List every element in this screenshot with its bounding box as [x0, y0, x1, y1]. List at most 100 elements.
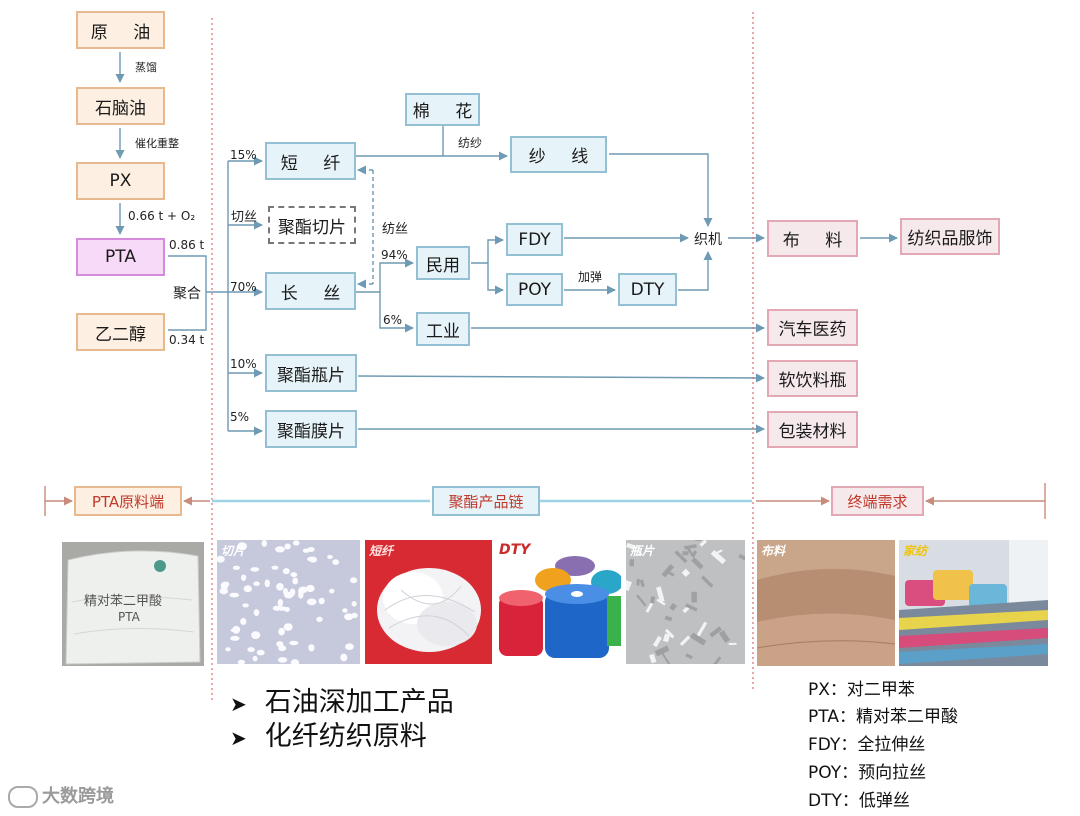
flake	[649, 653, 657, 664]
pellet	[217, 555, 225, 563]
node-cotton: 棉 花	[405, 93, 480, 126]
band-end-demand: 终端需求	[831, 486, 924, 516]
flake	[691, 591, 697, 603]
flake	[664, 615, 673, 622]
watermark: 大数跨境	[8, 782, 114, 808]
flake	[645, 601, 654, 613]
pellet	[290, 659, 299, 664]
flake	[684, 544, 697, 550]
glossary-px: PX：对二甲苯	[808, 680, 915, 700]
flake	[649, 596, 656, 604]
node-yarn: 纱 线	[510, 136, 607, 173]
label-spin-yarn: 纺纱	[458, 136, 483, 150]
pellet	[292, 577, 299, 585]
pellet	[253, 609, 260, 616]
photo-chips: 切片	[217, 540, 360, 664]
label-reform: 催化重整	[135, 137, 179, 150]
photo-tag-flakes: 瓶片	[630, 544, 655, 558]
label-distill: 蒸馏	[135, 61, 157, 74]
flake	[626, 542, 636, 550]
photo-home-textile: 家纺	[899, 540, 1048, 666]
node-fdy: FDY	[506, 223, 563, 256]
label-cut: 切丝	[231, 210, 258, 225]
pellet	[225, 647, 231, 652]
band-polyester-chain: 聚酯产品链	[432, 486, 540, 516]
flake	[695, 540, 702, 541]
flake	[691, 557, 704, 570]
pellet	[302, 548, 310, 553]
photo-tag-dty: DTY	[499, 542, 531, 558]
pellet	[247, 647, 255, 653]
photo-pta-bag: 精对苯二甲酸 PTA	[62, 542, 204, 666]
flake	[666, 570, 675, 577]
label-pct-film: 5%	[230, 410, 250, 424]
pellet	[318, 597, 325, 605]
pellet	[277, 606, 287, 611]
pellet	[232, 625, 241, 634]
link-pta-merge	[168, 255, 207, 331]
flake	[656, 598, 666, 606]
glossary-fdy: FDY：全拉伸丝	[808, 735, 926, 755]
label-spinning: 纺丝	[382, 222, 409, 237]
flake	[626, 580, 632, 592]
arrow-yarn-loom	[609, 153, 713, 227]
pellet	[344, 613, 354, 621]
pellet	[316, 616, 323, 622]
label-pct-civil: 94%	[381, 248, 408, 262]
arrow-bottle-drink	[357, 373, 765, 383]
glossary-dty: DTY：低弹丝	[808, 791, 910, 811]
pellet	[305, 584, 315, 593]
node-crude-oil: 原 油	[76, 11, 165, 49]
pellet	[284, 591, 294, 599]
flake	[652, 635, 662, 648]
pellet	[256, 649, 265, 656]
dty-spools-illustration	[499, 556, 621, 658]
chevron-right-icon: ➤	[230, 692, 247, 716]
flake	[662, 633, 671, 643]
flake	[664, 628, 675, 639]
bullet-textile: ➤化纤纺织原料	[230, 714, 427, 753]
node-soft-drink-bottle: 软饮料瓶	[767, 360, 858, 397]
flake	[715, 549, 723, 555]
pellet	[307, 556, 316, 562]
pellet	[261, 540, 267, 547]
bullet-text-2: 化纤纺织原料	[264, 721, 427, 752]
link-filament-industrial	[379, 292, 414, 333]
flake	[709, 626, 723, 638]
flake	[654, 645, 670, 657]
pta-bag-illustration	[65, 550, 201, 665]
photo-tag-fabric: 布料	[761, 544, 786, 558]
arrow-civil-poy	[487, 263, 504, 295]
node-staple-fiber: 短 纤	[265, 142, 356, 180]
photo-dty: DTY	[495, 540, 621, 664]
node-filament: 长 丝	[265, 272, 356, 310]
node-naphtha: 石脑油	[76, 87, 165, 125]
pellet	[243, 585, 252, 593]
label-pct-bottle: 10%	[230, 357, 257, 371]
flake	[701, 575, 714, 588]
pellet	[278, 627, 285, 636]
staple-fiber-illustration	[377, 568, 481, 652]
pellet	[220, 581, 229, 590]
flake	[679, 635, 691, 647]
label-pct-filament: 70%	[230, 280, 257, 294]
pellet	[345, 643, 354, 650]
node-civil-use: 民用	[416, 246, 470, 280]
node-auto-medical: 汽车医药	[767, 309, 858, 346]
pellet	[237, 659, 245, 664]
flake	[639, 579, 645, 588]
flake	[660, 650, 671, 664]
pellet	[332, 559, 340, 565]
pellet	[277, 657, 288, 663]
pellet	[289, 640, 299, 646]
label-meg-qty: 0.34 t	[169, 333, 205, 347]
photo-bottle-flakes: 瓶片	[626, 540, 745, 664]
pellet	[232, 565, 240, 570]
band-pta-upstream: PTA原料端	[74, 486, 182, 516]
bullet-text-1: 石油深加工产品	[264, 687, 454, 718]
node-px: PX	[76, 162, 165, 200]
flake	[629, 559, 635, 567]
pellet	[276, 583, 284, 591]
